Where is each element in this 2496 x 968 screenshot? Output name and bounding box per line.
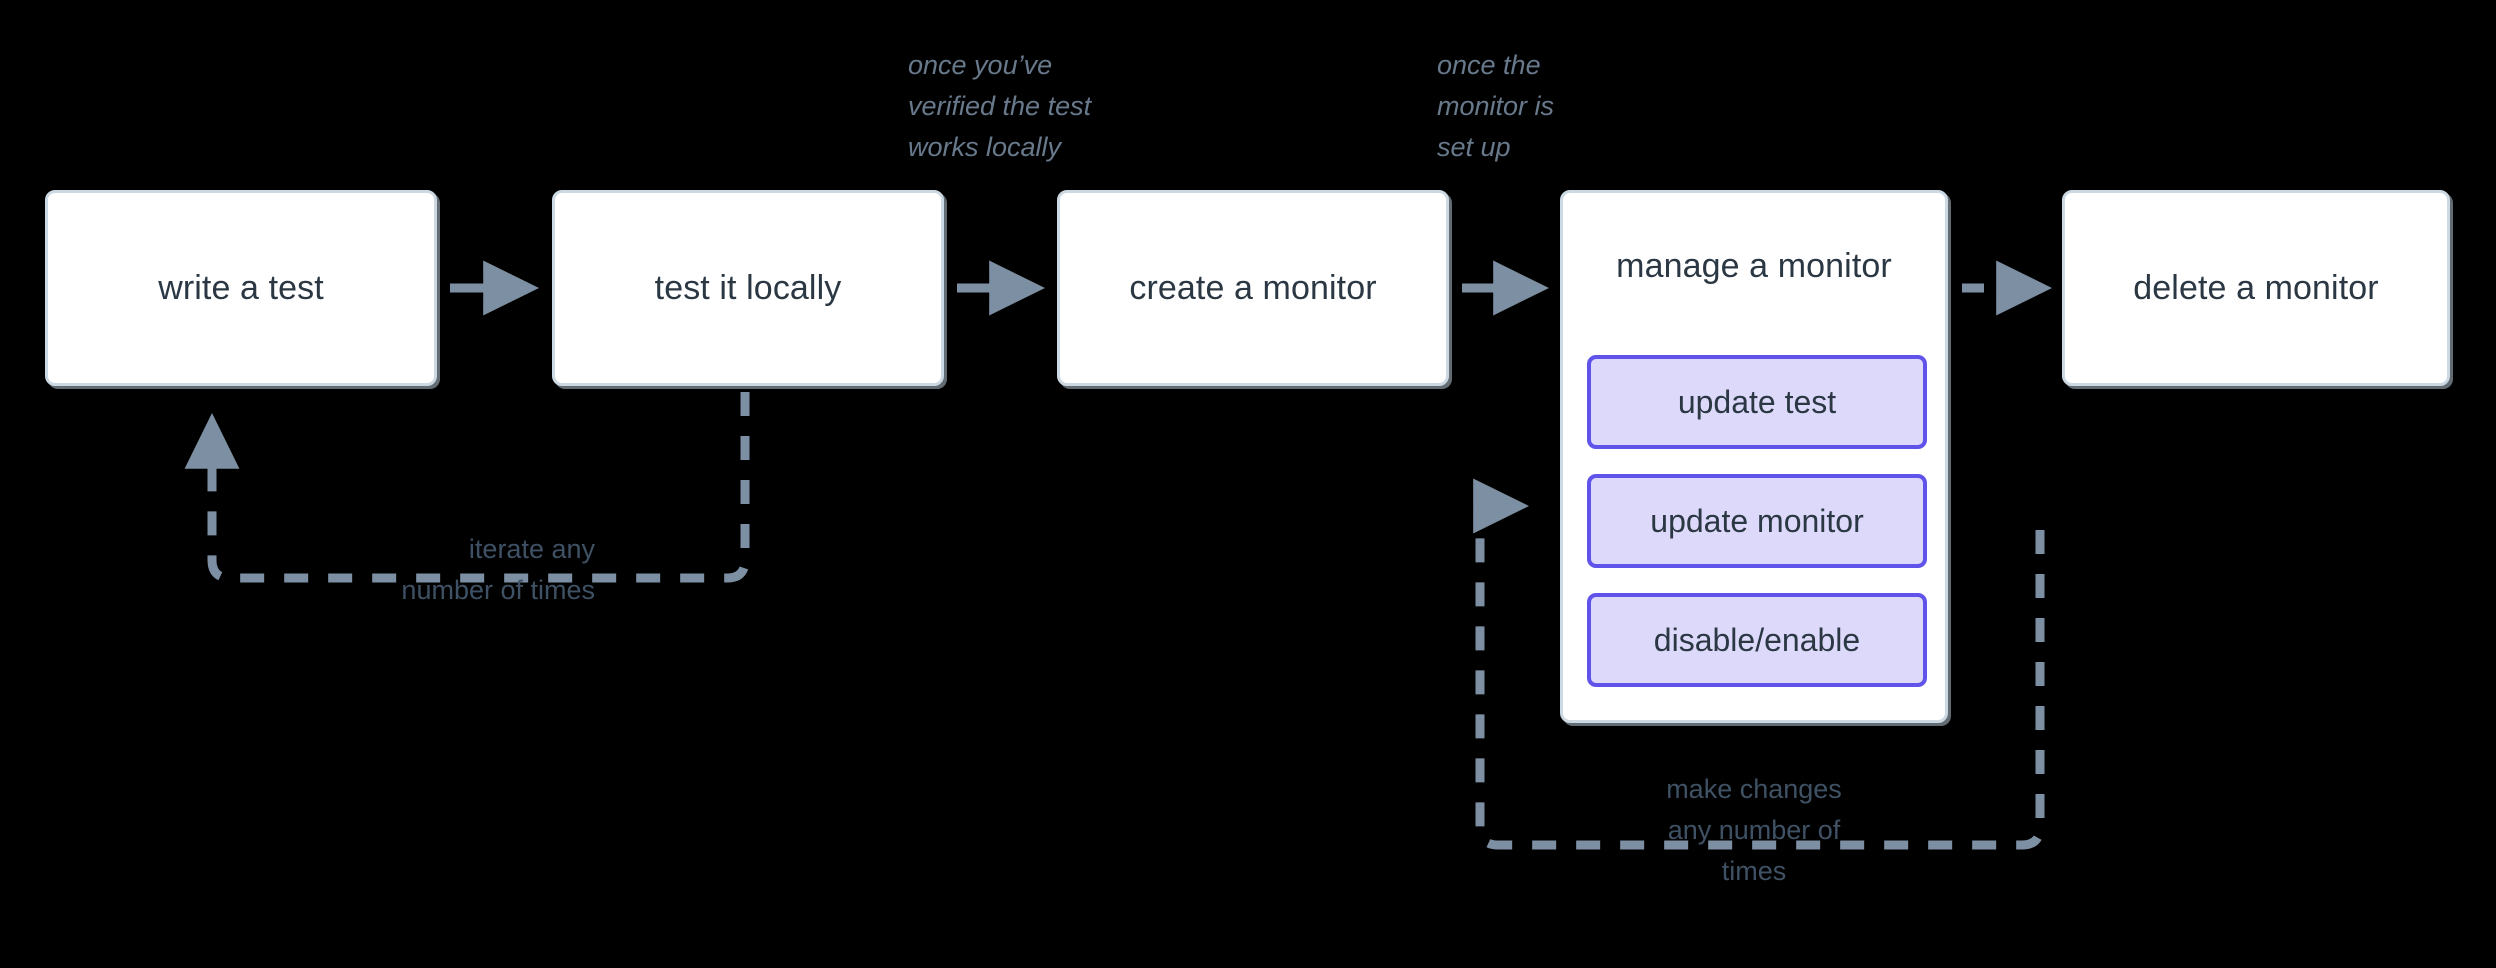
note-iterate-times: iterate any number of times [401,534,595,605]
node-manage-a-monitor-label: manage a monitor [1616,247,1892,285]
subnode-update-monitor-label: update monitor [1650,503,1864,539]
node-write-a-test-label: write a test [158,269,324,307]
node-test-it-locally-label: test it locally [654,269,842,307]
node-manage-a-monitor[interactable]: manage a monitor update test update moni… [1560,190,1948,723]
node-delete-a-monitor-label: delete a monitor [2133,269,2379,307]
subnode-disable-enable[interactable]: disable/enable [1587,593,1927,687]
node-create-a-monitor-label: create a monitor [1129,269,1377,307]
node-test-it-locally[interactable]: test it locally [552,190,944,386]
subnode-update-monitor[interactable]: update monitor [1587,474,1927,568]
subnode-update-test[interactable]: update test [1587,355,1927,449]
note-verified-locally: once you’ve verified the test works loca… [908,50,1092,162]
note-monitor-set-up: once the monitor is set up [1437,50,1555,162]
note-make-changes: make changes any number of times [1666,774,1842,886]
subnode-update-test-label: update test [1677,384,1837,420]
node-create-a-monitor[interactable]: create a monitor [1057,190,1449,386]
subnode-disable-enable-label: disable/enable [1653,622,1861,658]
node-delete-a-monitor[interactable]: delete a monitor [2062,190,2450,386]
node-write-a-test[interactable]: write a test [45,190,437,386]
